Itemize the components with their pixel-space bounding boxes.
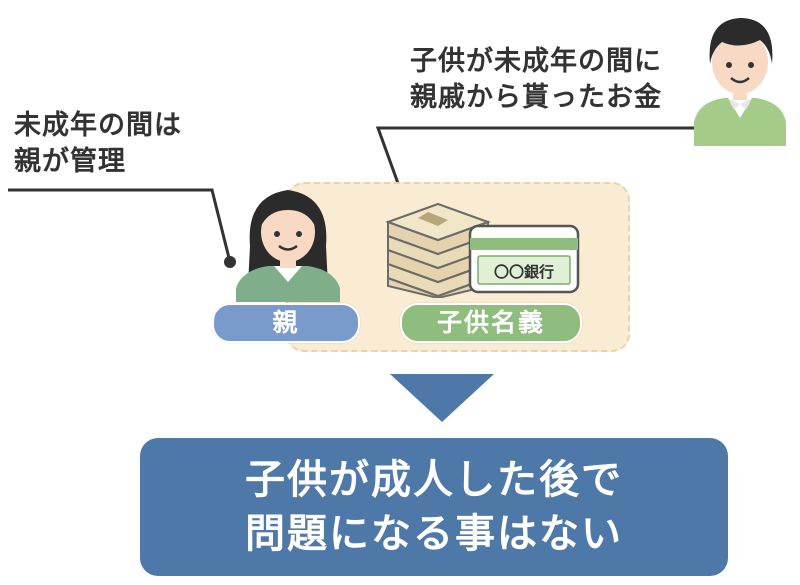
- label-parent-manages-line2: 親が管理: [14, 146, 126, 177]
- connector-parent: [8, 188, 232, 263]
- result-line-2: 問題になる事はない: [245, 511, 623, 557]
- tag-parent: 親: [212, 303, 360, 343]
- label-child-money-line2: 親戚から貰ったお金: [410, 82, 662, 113]
- woman-icon: [236, 190, 340, 302]
- label-parent-manages: 未成年の間は 親が管理: [14, 108, 182, 180]
- result-line-1: 子供が成人した後で: [245, 457, 623, 503]
- down-arrow-icon: [390, 374, 494, 422]
- tag-child-name: 子供名義: [400, 303, 582, 343]
- connector-parent-dot: [224, 256, 236, 268]
- label-child-money: 子供が未成年の間に 親戚から貰ったお金: [410, 44, 662, 116]
- result-box: 子供が成人した後で 問題になる事はない: [140, 438, 728, 576]
- bankbook-label: 〇〇銀行: [493, 263, 554, 281]
- man-icon: [694, 18, 786, 146]
- bankbook-icon: [468, 224, 580, 294]
- label-parent-manages-line1: 未成年の間は: [14, 110, 182, 141]
- label-child-money-line1: 子供が未成年の間に: [410, 46, 662, 77]
